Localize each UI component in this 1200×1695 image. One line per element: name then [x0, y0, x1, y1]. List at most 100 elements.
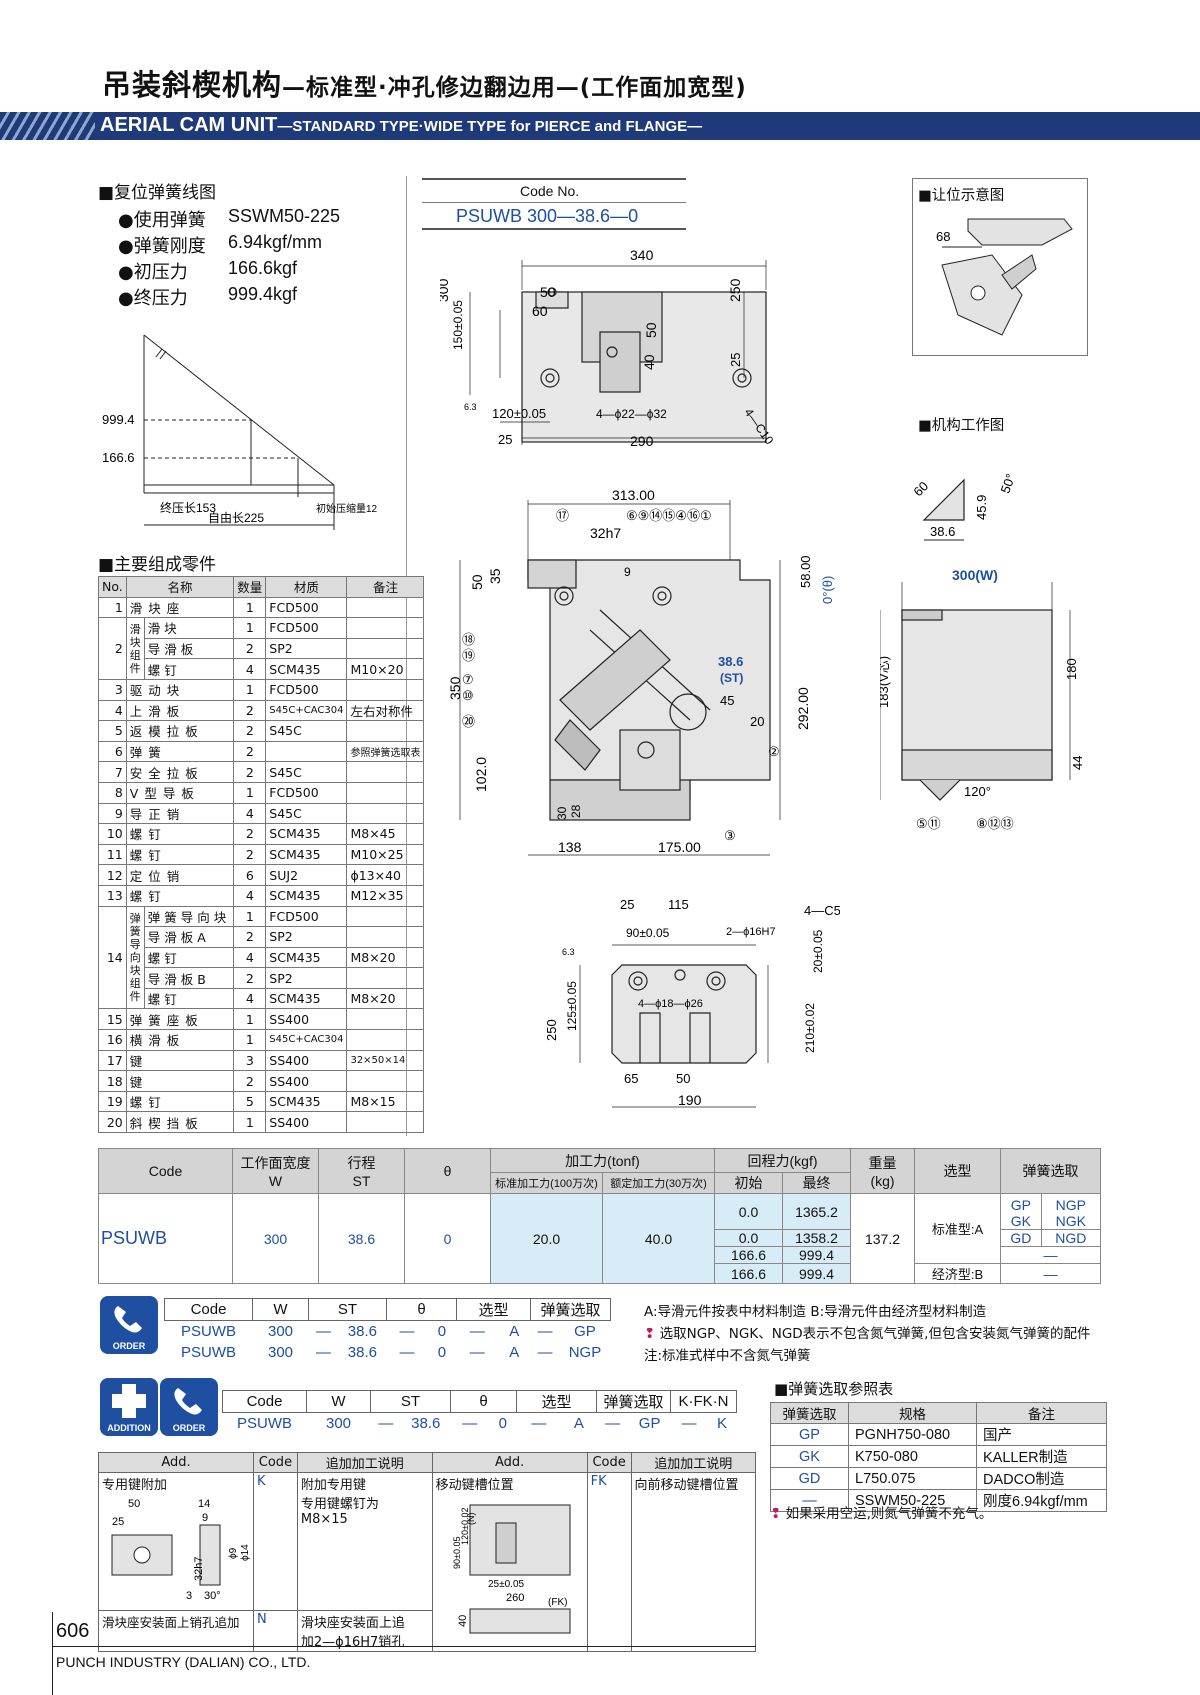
sv-180: 180 — [1064, 658, 1079, 680]
fv-c19: ⑲ — [462, 648, 475, 663]
fv-138: 138 — [558, 839, 582, 855]
bv-115: 115 — [668, 897, 689, 912]
spec-ret-1a: 0.0 — [714, 1229, 783, 1247]
svg-text:50: 50 — [128, 1498, 140, 1510]
spec-f2: 40.0 — [602, 1193, 715, 1284]
spec-ret-1b: 1358.2 — [782, 1229, 851, 1247]
spring-ref-cell: KALLER制造 — [976, 1445, 1107, 1468]
banner-title: AERIAL CAM UNIT—STANDARD TYPE·WIDE TYPE … — [100, 114, 703, 136]
parts-cell: SCM435 — [265, 658, 348, 680]
parts-cell: FCD500 — [265, 596, 348, 619]
parts-cell: S45C — [265, 802, 348, 825]
parts-cell: 弹簧 — [125, 740, 235, 763]
order-icon: ORDER — [100, 1296, 158, 1354]
code-no-label: Code No. — [520, 183, 580, 199]
add-h-kfkn: K·FK·N — [670, 1390, 737, 1413]
parts-cell: 32×50×14 — [346, 1049, 425, 1072]
fv-angle: 0°(θ) — [820, 576, 835, 604]
parts-cell: 弹簧导向块 — [143, 905, 235, 928]
add-h-w: W — [306, 1390, 371, 1413]
parts-cell: 螺钉 — [143, 987, 235, 1010]
parts-cell: 2 — [233, 1070, 267, 1092]
fv-175: 175.00 — [658, 839, 701, 855]
spring-free-len: 自由长225 — [208, 511, 264, 525]
svg-text:(FK): (FK) — [548, 1597, 567, 1608]
parts-cell: 4 — [233, 884, 267, 907]
addtab-h-desc2: 追加加工说明 — [630, 1452, 757, 1473]
fv-c18: ⑱ — [462, 632, 475, 647]
sv-angle: 120° — [964, 784, 991, 799]
parts-cell: S45C — [265, 720, 348, 742]
parts-cell — [346, 967, 425, 989]
ref-h-1: 规格 — [848, 1402, 977, 1424]
tv-50b: 50 — [643, 322, 659, 338]
parts-cell: M8×20 — [346, 946, 425, 969]
work-50: 50° — [998, 472, 1019, 496]
parts-cell: 1 — [98, 596, 127, 619]
spec-h-r1: 初始 — [714, 1172, 783, 1194]
parts-cell: 6 — [233, 864, 267, 886]
parts-cell: 5 — [98, 720, 127, 742]
parts-cell: 2 — [98, 617, 127, 680]
bv-20: 20±0.05 — [811, 929, 825, 973]
parts-cell: SCM435 — [265, 843, 348, 866]
parts-cell: 6 — [98, 740, 127, 763]
svg-text:120±0.02: 120±0.02 — [460, 1508, 470, 1545]
parts-cell: 螺钉 — [143, 658, 235, 680]
clearance-drawing: 68 — [936, 218, 1073, 336]
parts-cell: SS400 — [265, 1049, 348, 1072]
fv-45: 45 — [720, 693, 734, 708]
parts-h-no: No. — [98, 576, 127, 598]
svg-text:3: 3 — [186, 1590, 192, 1602]
top-view-drawing: 340 300 50 60 150±0.05 50 40 250 25 120±… — [440, 247, 777, 449]
add-h-code: Code — [222, 1390, 307, 1413]
parts-cell: 2 — [233, 720, 267, 742]
spec-ret-0a: 0.0 — [714, 1193, 783, 1230]
parts-section-title: 主要组成零件 — [98, 550, 216, 575]
parts-cell: 20 — [98, 1111, 127, 1134]
parts-cell: 4 — [98, 699, 127, 722]
code-no-value: PSUWB 300—38.6—0 — [456, 206, 639, 226]
fv-35: 35 — [487, 568, 503, 584]
svg-text:32h7: 32h7 — [193, 1557, 205, 1581]
work-drawing: 60 45.9 50° 38.6 — [910, 472, 1019, 541]
parts-cell: SP2 — [265, 637, 348, 660]
spec-h-type: 选型 — [914, 1148, 1001, 1194]
parts-cell: ϕ13×40 — [346, 864, 425, 886]
fv-callouts: ⑥⑨⑭⑮④⑯① — [626, 508, 712, 523]
spring-ref-cell: 刚度6.94kgf/mm — [976, 1489, 1107, 1512]
addtab-h-add1: Add. — [98, 1452, 254, 1473]
parts-cell: 16 — [98, 1029, 127, 1051]
spring-ref-cell: L750.075 — [848, 1467, 977, 1490]
order-h-w: W — [252, 1298, 309, 1321]
parts-cell: 螺钉 — [143, 946, 235, 969]
spring-ref-title: 弹簧选取参照表 — [774, 1378, 893, 1399]
parts-cell: 4 — [233, 946, 267, 969]
work-459: 45.9 — [974, 495, 989, 520]
ref-h-0: 弹簧选取 — [770, 1402, 849, 1424]
parts-h-mat: 材质 — [265, 576, 348, 598]
parts-cell: 2 — [233, 967, 267, 989]
parts-cell: SS400 — [265, 1070, 348, 1092]
clearance-68: 68 — [936, 229, 950, 244]
spec-h-force: 加工力(tonf) — [490, 1148, 715, 1173]
tv-150: 150±0.05 — [451, 300, 465, 350]
order-h-type: 选型 — [456, 1298, 531, 1321]
order-h-st: ST — [308, 1298, 387, 1321]
addtab-fk-code: FK — [586, 1472, 632, 1652]
spec-ret-3b: 999.4 — [782, 1263, 851, 1284]
svg-text:14: 14 — [198, 1498, 210, 1510]
spring-ref-note: ❢ 如果采用空运,则氮气弹簧不充气。 — [770, 1506, 993, 1522]
svg-text:ϕ9: ϕ9 — [228, 1547, 239, 1559]
fv-32h7: 32h7 — [590, 525, 621, 541]
